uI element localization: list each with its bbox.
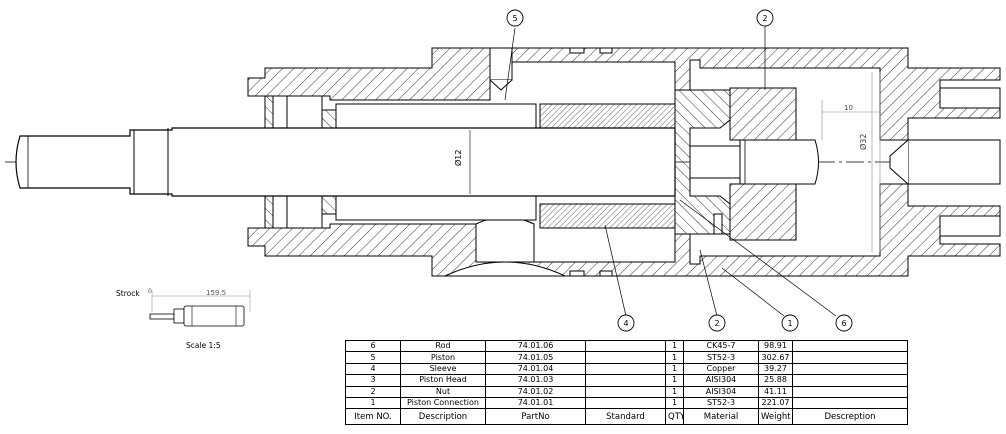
bom-cell: 41.11 <box>758 385 793 399</box>
piston-connection-body <box>247 47 1001 277</box>
bom-header-cell: Descreption <box>792 408 908 425</box>
bom-header-cell: Description <box>400 408 486 425</box>
bom-cell: AISI304 <box>683 374 759 387</box>
bom-cell: 74.01.03 <box>485 374 586 387</box>
bom-cell <box>792 362 908 376</box>
stroke-label: Strock <box>116 289 140 298</box>
bom-cell <box>585 374 666 387</box>
left-seals <box>264 95 337 229</box>
svg-text:1: 1 <box>787 319 792 328</box>
svg-text:4: 4 <box>623 319 628 328</box>
bom-cell <box>792 351 908 364</box>
bom-cell: 74.01.02 <box>485 385 586 399</box>
bom-cell <box>585 385 666 399</box>
bom-cell: 302.67 <box>758 351 793 364</box>
svg-text:2: 2 <box>762 14 767 23</box>
bom-cell <box>585 362 666 376</box>
balloon-2-bottom: 2 <box>708 314 726 332</box>
bom-cell: 4 <box>345 362 401 376</box>
bom-cell: 5 <box>345 351 401 364</box>
bom-cell: AISI304 <box>683 385 759 399</box>
dim-bore-dia: Ø32 <box>858 134 868 150</box>
scale-label: Scale 1:5 <box>186 341 221 350</box>
piston-head <box>674 87 819 241</box>
bom-cell: 1 <box>665 339 684 353</box>
bom-cell: 6 <box>345 339 401 353</box>
bom-cell <box>585 339 666 353</box>
bom-cell: 3 <box>345 374 401 387</box>
svg-text:5: 5 <box>512 14 517 23</box>
balloon-2-top: 2 <box>756 9 774 27</box>
bom-cell: 1 <box>665 385 684 399</box>
bom-cell: 1 <box>665 362 684 376</box>
bom-header-cell: Weight <box>758 408 793 425</box>
bom-cell: 74.01.06 <box>485 339 586 353</box>
dim-rod-dia: Ø12 <box>453 150 463 166</box>
bom-cell: 74.01.04 <box>485 362 586 376</box>
bom-cell: 1 <box>665 397 684 410</box>
bom-cell: Copper <box>683 362 759 376</box>
bom-header-cell: PartNo <box>485 408 586 425</box>
bom-cell: 1 <box>345 397 401 410</box>
balloon-6-bottom: 6 <box>835 314 853 332</box>
bom-header-cell: Standard <box>585 408 666 425</box>
bom-cell: 39.27 <box>758 362 793 376</box>
bom-cell: CK45-7 <box>683 339 759 353</box>
balloon-5-top: 5 <box>506 9 524 27</box>
bom-cell: Nut <box>400 385 486 399</box>
balloon-1-bottom: 1 <box>781 314 799 332</box>
bom-cell: Piston <box>400 351 486 364</box>
balloon-4-bottom: 4 <box>617 314 635 332</box>
bom-cell <box>792 339 908 353</box>
bom-header-cell: Item NO. <box>345 408 401 425</box>
bom-cell: Sleeve <box>400 362 486 376</box>
bom-cell: 221.07 <box>758 397 793 410</box>
bom-header-cell: Material <box>683 408 759 425</box>
bom-header-cell: QTY. <box>665 408 684 425</box>
svg-text:2: 2 <box>714 319 719 328</box>
bom-cell: 1 <box>665 351 684 364</box>
dim-depth: 10 <box>844 104 853 112</box>
rod <box>15 127 676 197</box>
bom-header-row: Item NO.DescriptionPartNoStandardQTY.Mat… <box>345 408 908 425</box>
dim-stroke: 159.5 <box>206 289 226 297</box>
bom-cell: 74.01.05 <box>485 351 586 364</box>
bom-cell <box>792 385 908 399</box>
bom-cell: Rod <box>400 339 486 353</box>
svg-text:6: 6 <box>841 319 846 328</box>
bom-cell: 98.91 <box>758 339 793 353</box>
bom-cell: Piston Head <box>400 374 486 387</box>
bom-cell: 25.88 <box>758 374 793 387</box>
bom-cell: 2 <box>345 385 401 399</box>
bom-cell <box>792 374 908 387</box>
bom-cell: 74.01.01 <box>485 397 586 410</box>
bom-cell <box>585 397 666 410</box>
stroke-zero: 0 <box>148 288 152 295</box>
bom-cell <box>792 397 908 410</box>
bom-cell: ST52-3 <box>683 351 759 364</box>
bom-cell: Piston Connection <box>400 397 486 410</box>
bom-cell: ST52-3 <box>683 397 759 410</box>
sleeve <box>335 103 676 229</box>
bom-cell: 1 <box>665 374 684 387</box>
stroke-detail-view: Strock 0 159.5 Scale 1:5 <box>116 288 251 350</box>
bom-cell <box>585 351 666 364</box>
